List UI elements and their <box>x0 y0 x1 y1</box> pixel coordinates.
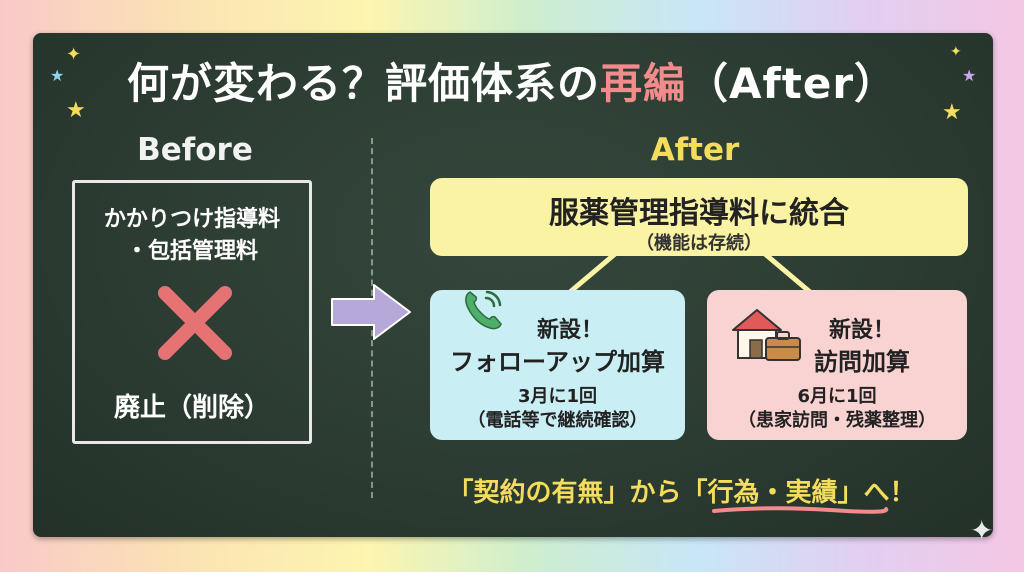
chalkboard <box>33 33 993 537</box>
visit-frequency: 6月に1回 <box>797 386 877 407</box>
visit-note: （患家訪問・残薬整理） <box>738 410 936 431</box>
star-icon: ★ <box>66 98 86 123</box>
visit-name: 訪問加算 <box>814 348 910 376</box>
followup-heading: 新設！ <box>536 318 603 343</box>
followup-box: 新設！ フォローアップ加算 3月に1回 （電話等で継続確認） <box>430 290 685 440</box>
cross-mark-icon <box>158 286 232 360</box>
star-icon: ★ <box>942 100 962 125</box>
page-title: 何が変わる？評価体系の再編（After） <box>0 50 1024 111</box>
visit-heading: 新設！ <box>828 318 895 343</box>
star-icon: ★ <box>962 66 977 85</box>
main-box-title: 服薬管理指導料に統合 <box>549 196 849 231</box>
connector-lines <box>568 254 812 294</box>
sparkle-icon: ✦ <box>970 514 994 547</box>
visit-box: 新設！ 訪問加算 6月に1回 （患家訪問・残薬整理） <box>707 290 967 440</box>
before-label: Before <box>137 132 253 168</box>
followup-name: フォローアップ加算 <box>449 348 666 376</box>
briefcase-icon <box>765 331 801 361</box>
title-suffix: （After） <box>685 59 898 108</box>
before-box: かかりつけ指導料 ・包括管理料 廃止（削除） <box>72 180 312 444</box>
main-box-subtitle: （機能は存続） <box>636 233 762 254</box>
house-icon <box>732 309 782 359</box>
before-line2: ・包括管理料 <box>125 239 258 264</box>
before-line1: かかりつけ指導料 <box>103 207 281 232</box>
title-main: 何が変わる？評価体系の <box>126 59 600 108</box>
star-icon: ✦ <box>950 44 962 60</box>
followup-frequency: 3月に1回 <box>517 386 598 407</box>
main-box: 服薬管理指導料に統合 （機能は存続） <box>430 178 968 256</box>
bottom-message: 「契約の有無」から「行為・実績」へ！ <box>447 478 916 508</box>
phone-icon <box>465 290 502 330</box>
right-arrow-icon <box>331 284 411 340</box>
after-label: After <box>650 132 740 168</box>
star-icon: ★ <box>50 66 65 85</box>
underline-stroke <box>712 506 889 514</box>
followup-note: （電話等で継続確認） <box>467 410 648 431</box>
star-icon: ✦ <box>66 44 82 65</box>
before-status: 廃止（削除） <box>113 393 270 423</box>
title-highlight: 再編 <box>599 59 686 108</box>
